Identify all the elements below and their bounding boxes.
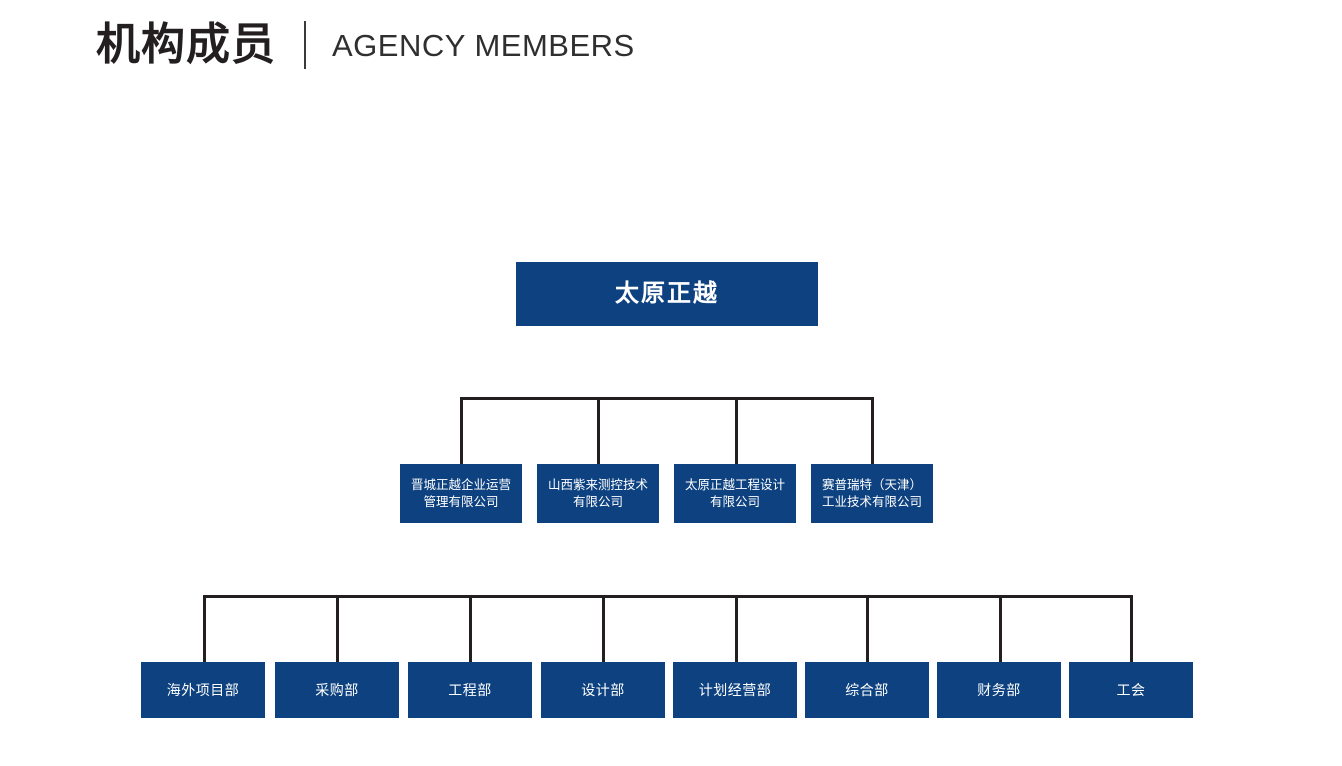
org-node-subsidiary-2[interactable]: 山西紫来测控技术有限公司	[537, 464, 659, 523]
header-divider	[304, 21, 306, 69]
org-node-subsidiary-3[interactable]: 太原正越工程设计有限公司	[674, 464, 796, 523]
connector-bus-subsidiaries	[460, 397, 874, 400]
page-title-cn: 机构成员	[96, 20, 276, 69]
connector-drop-subsidiary-2	[597, 397, 600, 465]
connector-drop-department-3	[469, 595, 472, 663]
connector-drop-department-6	[866, 595, 869, 663]
connector-bus-departments	[203, 595, 1133, 598]
org-node-subsidiary-1[interactable]: 晋城正越企业运营管理有限公司	[400, 464, 522, 523]
connector-drop-subsidiary-1	[460, 397, 463, 465]
connector-drop-department-2	[336, 595, 339, 663]
org-node-department-6[interactable]: 综合部	[805, 662, 929, 718]
org-node-department-8[interactable]: 工会	[1069, 662, 1193, 718]
org-node-department-4[interactable]: 设计部	[541, 662, 665, 718]
org-node-department-5[interactable]: 计划经营部	[673, 662, 797, 718]
connector-drop-subsidiary-4	[871, 397, 874, 465]
connector-drop-department-5	[735, 595, 738, 663]
connector-drop-department-8	[1130, 595, 1133, 663]
org-node-department-2[interactable]: 采购部	[275, 662, 399, 718]
org-node-root[interactable]: 太原正越	[516, 262, 818, 326]
connector-drop-department-7	[999, 595, 1002, 663]
org-node-subsidiary-4[interactable]: 赛普瑞特（天津）工业技术有限公司	[811, 464, 933, 523]
org-node-department-7[interactable]: 财务部	[937, 662, 1061, 718]
page-title-en: AGENCY MEMBERS	[332, 27, 635, 63]
connector-drop-department-4	[602, 595, 605, 663]
page-header: 机构成员 AGENCY MEMBERS	[96, 14, 635, 76]
org-node-department-1[interactable]: 海外项目部	[141, 662, 265, 718]
connector-drop-subsidiary-3	[735, 397, 738, 465]
connector-drop-department-1	[203, 595, 206, 663]
org-node-department-3[interactable]: 工程部	[408, 662, 532, 718]
